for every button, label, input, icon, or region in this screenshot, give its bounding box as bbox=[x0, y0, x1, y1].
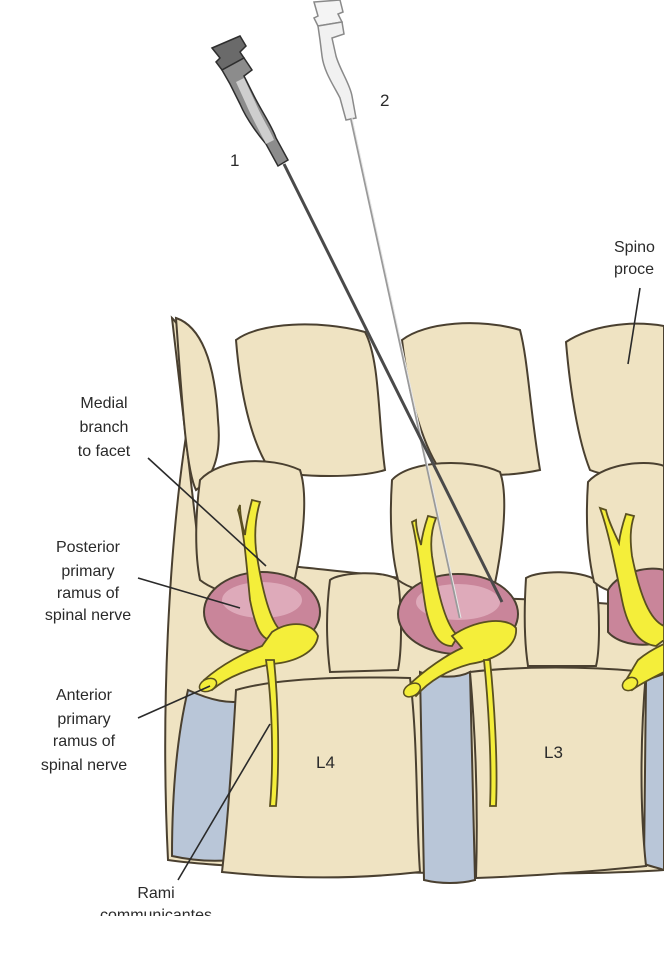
anterior-ramus-nerve-l4 bbox=[202, 623, 319, 692]
needle-1-hub-shine bbox=[236, 78, 274, 144]
rami-communicantes-l4 bbox=[264, 659, 280, 807]
leader-medial-branch bbox=[147, 457, 267, 567]
disc-l3-l2 bbox=[642, 672, 664, 872]
label-anterior-ramus-line-3: ramus of bbox=[53, 733, 116, 750]
level-label-l3: L3 bbox=[544, 743, 563, 762]
label-spinous-process: Spino proce bbox=[614, 239, 655, 278]
label-anterior-ramus-line-2: primary bbox=[57, 711, 110, 728]
label-posterior-ramus: Posterior primary ramus of spinal nerve bbox=[45, 539, 131, 624]
label-rami-communicantes-line-1: Rami bbox=[137, 885, 174, 902]
vertebral-body-l3 bbox=[468, 666, 648, 880]
label-posterior-ramus-line-4: spinal nerve bbox=[45, 607, 131, 624]
needle-2 bbox=[312, 0, 462, 619]
medial-branch-nerve-l3 bbox=[410, 514, 460, 647]
nerve-group-l4 bbox=[202, 498, 319, 807]
label-spinous-process-line-1: Spino bbox=[614, 239, 655, 256]
anterior-ramus-end-l2 bbox=[621, 676, 639, 692]
leader-rami-communicantes bbox=[177, 723, 271, 881]
label-medial-branch-line-3: to facet bbox=[78, 443, 131, 460]
label-anterior-ramus-line-1: Anterior bbox=[56, 687, 113, 704]
needle-2-shaft bbox=[349, 117, 462, 619]
pedicle-l4 bbox=[326, 572, 402, 674]
needle-2-label: 2 bbox=[380, 91, 389, 110]
leader-posterior-ramus bbox=[137, 577, 241, 609]
pedicle-l3 bbox=[523, 571, 600, 667]
leader-anterior-ramus bbox=[137, 685, 211, 719]
needle-2-shaft-highlight bbox=[351, 117, 462, 619]
vertebral-body-l4 bbox=[220, 676, 422, 879]
label-spinous-process-line-2: proce bbox=[614, 261, 654, 278]
label-medial-branch-line-1: Medial bbox=[80, 395, 127, 412]
spinous-process-l4 bbox=[234, 323, 387, 477]
label-posterior-ramus-line-2: primary bbox=[61, 563, 114, 580]
medial-branch-nerve-l2 bbox=[598, 506, 664, 647]
rami-communicantes-l3 bbox=[483, 659, 498, 807]
label-posterior-ramus-line-3: ramus of bbox=[57, 585, 120, 602]
level-label-l4: L4 bbox=[316, 753, 335, 772]
label-anterior-ramus-line-4: spinal nerve bbox=[41, 757, 127, 774]
spinous-process-l3 bbox=[400, 322, 542, 477]
needle-1-label: 1 bbox=[230, 151, 239, 170]
nerve-group-l3 bbox=[406, 514, 517, 807]
leader-lines bbox=[137, 287, 641, 881]
label-medial-branch-line-2: branch bbox=[80, 419, 129, 436]
label-posterior-ramus-line-1: Posterior bbox=[56, 539, 121, 556]
needle-1 bbox=[210, 35, 504, 603]
anterior-ramus-nerve-l3 bbox=[406, 620, 517, 698]
needle-1-shaft bbox=[282, 163, 504, 603]
disc-l4-l3 bbox=[418, 670, 477, 884]
needle-2-hub bbox=[317, 21, 357, 121]
medial-branch-nerve-l4 bbox=[237, 498, 282, 641]
label-anterior-ramus: Anterior primary ramus of spinal nerve bbox=[41, 687, 127, 774]
leader-spinous-process bbox=[627, 287, 641, 365]
bottom-crop-mask bbox=[0, 916, 664, 960]
anterior-ramus-end-l3 bbox=[402, 682, 422, 698]
label-medial-branch: Medial branch to facet bbox=[78, 395, 131, 460]
